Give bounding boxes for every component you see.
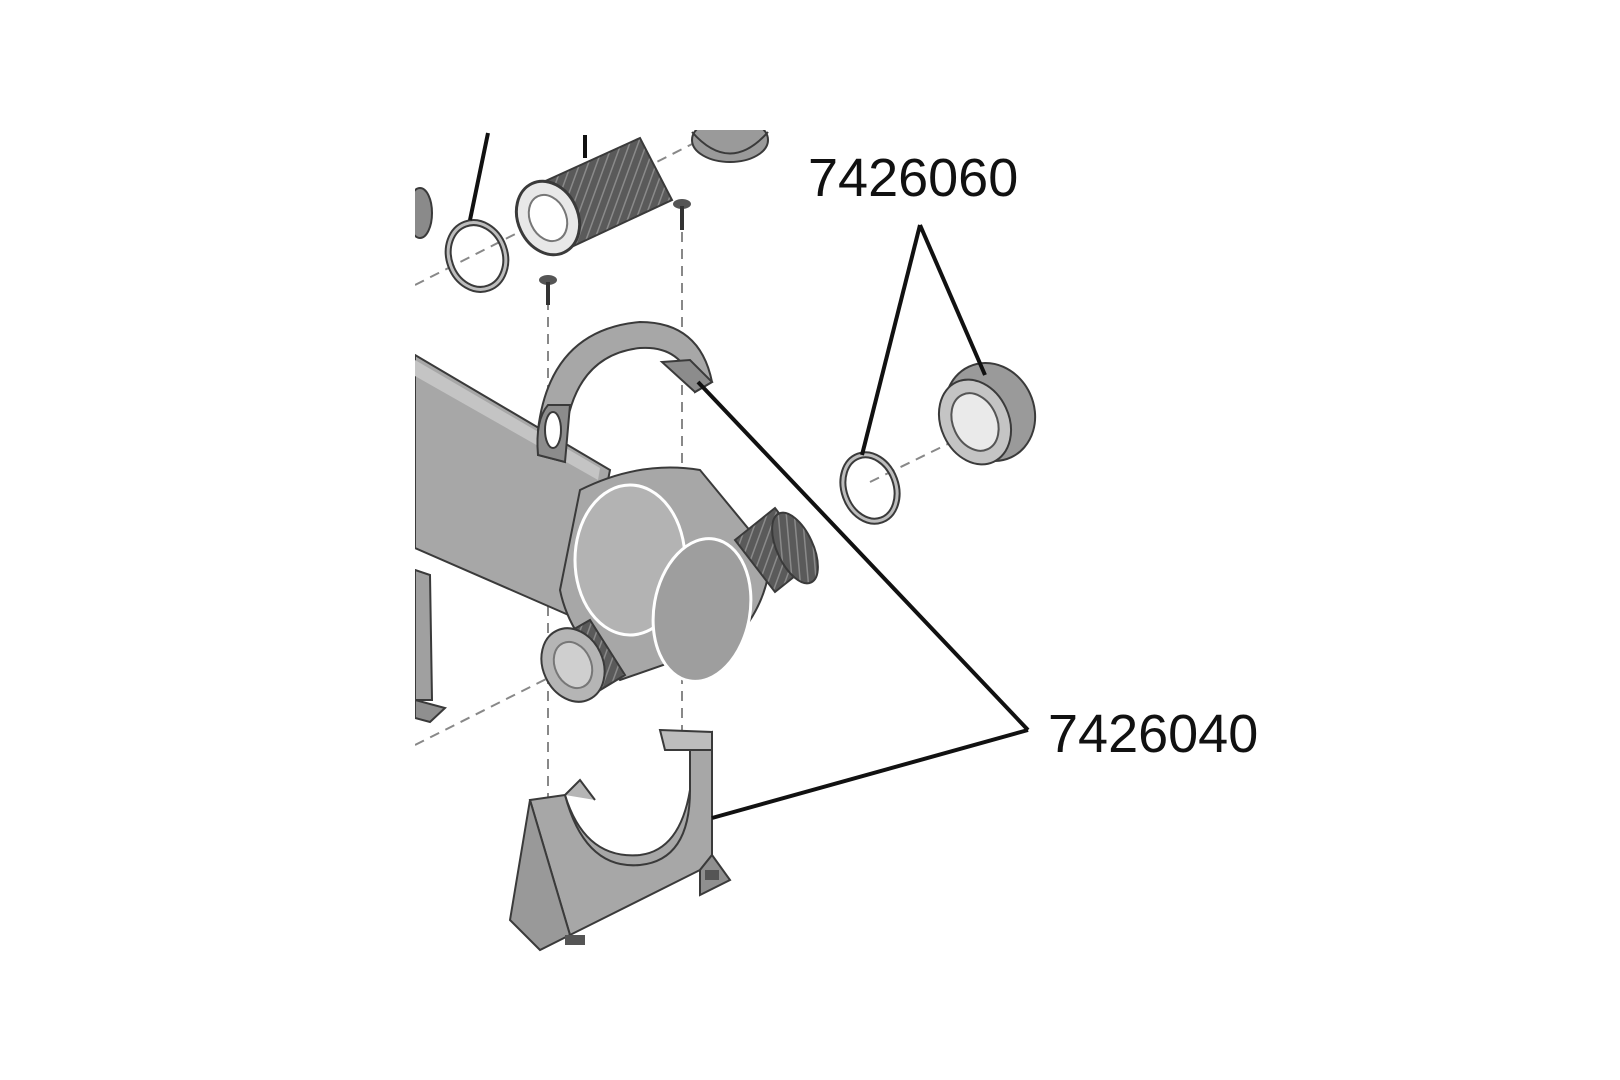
left-fitting-partial (415, 187, 433, 239)
threaded-insert (514, 135, 674, 257)
upper-clamp-half (536, 320, 714, 464)
leader-lines-7426040 (696, 380, 1030, 820)
leader-lines-7426060 (860, 224, 987, 456)
part-number-label-7426040: 7426040 (1048, 704, 1258, 764)
screw-left (539, 275, 557, 305)
right-oring (839, 451, 901, 525)
left-bracket-partial (415, 568, 448, 724)
union-nut (938, 362, 1037, 466)
part-number-label-7426060: 7426060 (808, 148, 1018, 208)
screw-right (673, 199, 691, 230)
top-right-fitting-partial (691, 130, 769, 163)
tee-fitting (540, 466, 819, 703)
lower-clamp-base (508, 728, 732, 952)
upper-oring (444, 132, 510, 293)
